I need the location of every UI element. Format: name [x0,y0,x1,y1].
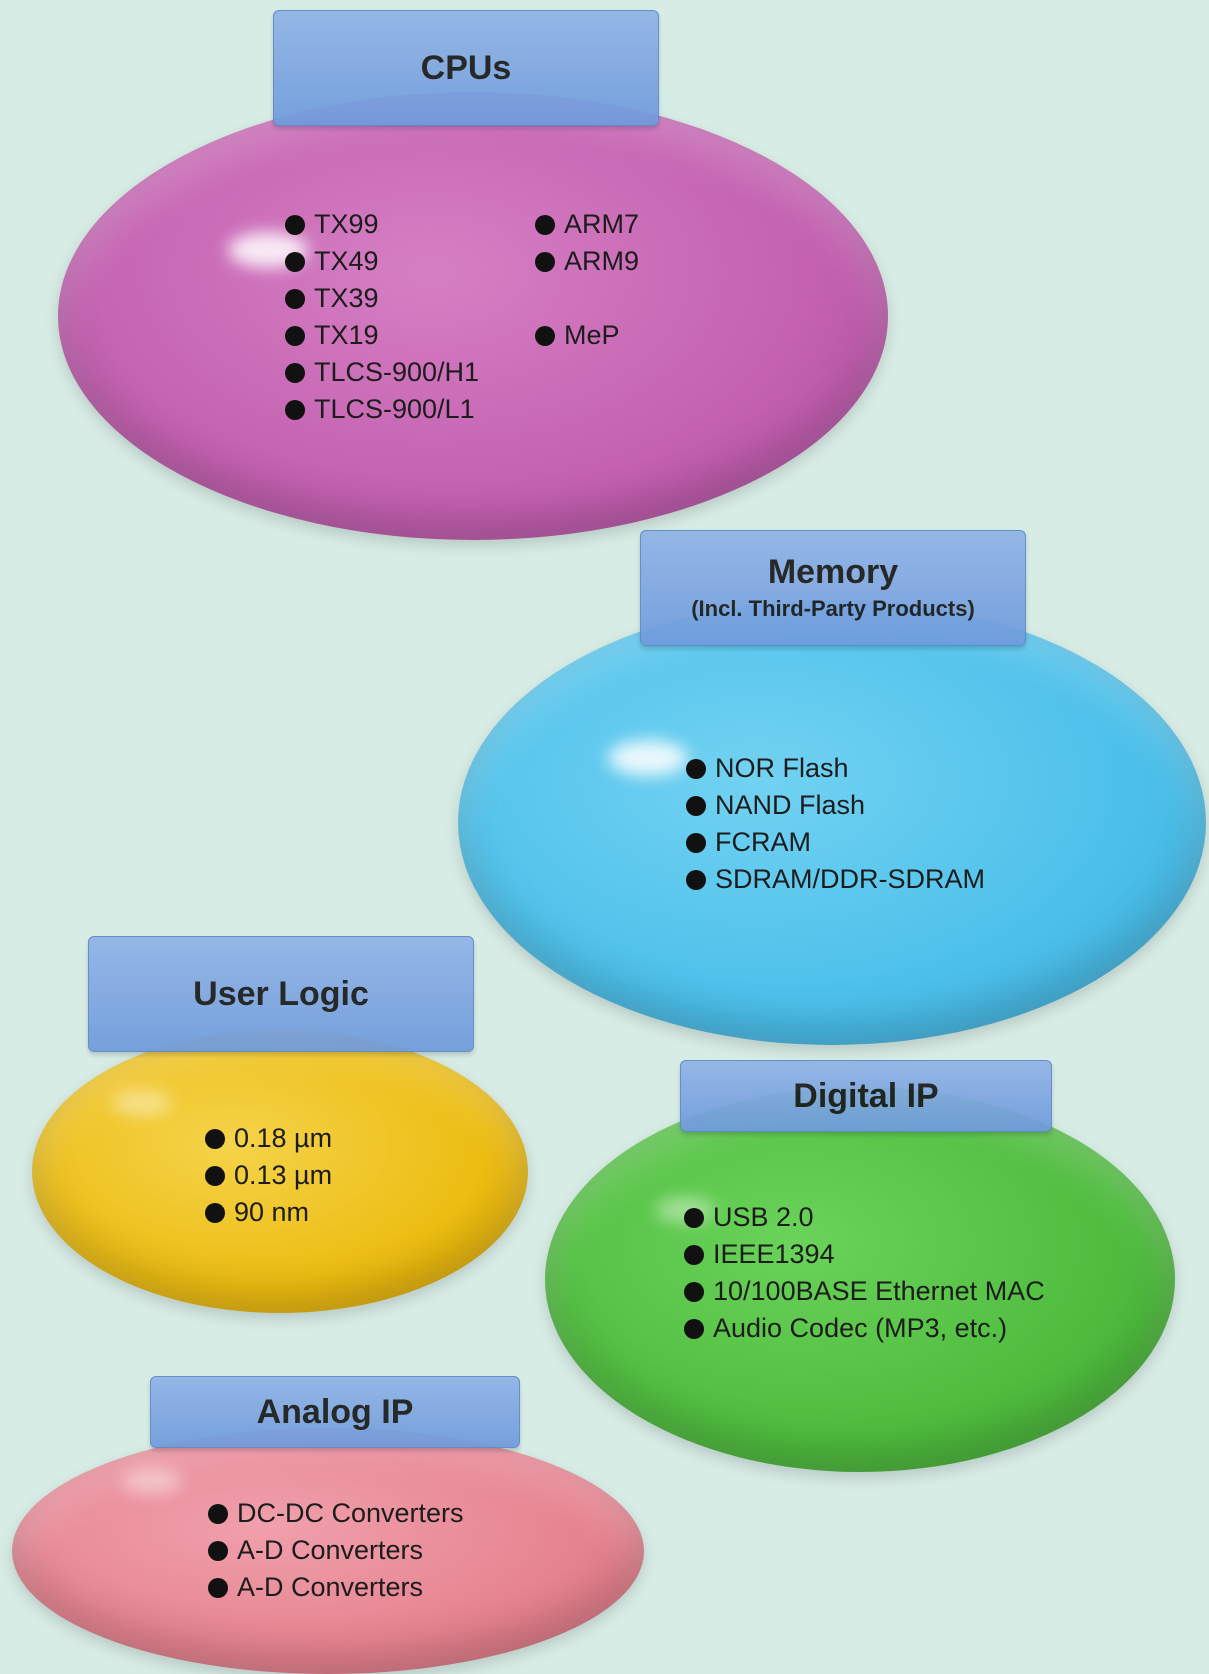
list-item: DC-DC Converters [208,1495,464,1532]
memory-list: NOR Flash NAND Flash FCRAM SDRAM/DDR-SDR… [686,750,985,898]
list-item: FCRAM [686,824,985,861]
analog-ip-bubble [12,1428,644,1674]
list-item: USB 2.0 [684,1199,1045,1236]
bullet-icon [684,1207,704,1228]
bullet-icon [684,1318,704,1339]
bullet-icon [285,214,305,235]
memory-bubble [458,600,1206,1045]
bullet-icon [205,1128,225,1149]
list-item: TX39 [285,280,479,317]
list-item: NOR Flash [686,750,985,787]
list-item: TLCS-900/L1 [285,391,479,428]
user-logic-title: User Logic [193,975,369,1013]
list-item: A-D Converters [208,1532,464,1569]
cpus-right-list: ARM7 ARM9 MeP [535,206,639,354]
list-item: TLCS-900/H1 [285,354,479,391]
bullet-icon [285,288,305,309]
list-item: 0.18 µm [205,1120,332,1157]
list-item: TX49 [285,243,479,280]
analog-ip-header-tab: Analog IP [150,1376,520,1448]
bullet-icon [208,1577,228,1598]
bullet-icon [205,1165,225,1186]
cpus-title: CPUs [420,49,512,87]
analog-ip-list: DC-DC Converters A-D Converters A-D Conv… [208,1495,464,1606]
bullet-icon [535,325,555,346]
analog-ip-title: Analog IP [256,1393,414,1431]
bullet-icon [686,832,706,853]
cpus-left-list: TX99 TX49 TX39 TX19 TLCS-900/H1 TLCS-900… [285,206,479,428]
user-logic-list: 0.18 µm 0.13 µm 90 nm [205,1120,332,1231]
list-item: IEEE1394 [684,1236,1045,1273]
list-item: A-D Converters [208,1569,464,1606]
list-item: 10/100BASE Ethernet MAC [684,1273,1045,1310]
digital-ip-title: Digital IP [793,1077,939,1115]
user-logic-bubble [32,1030,528,1313]
list-item: MeP [535,317,639,354]
bullet-icon [285,251,305,272]
user-logic-header-tab: User Logic [88,936,474,1052]
cpus-header-tab: CPUs [273,10,659,126]
list-item: Audio Codec (MP3, etc.) [684,1310,1045,1347]
bullet-icon [535,251,555,272]
list-item: SDRAM/DDR-SDRAM [686,861,985,898]
digital-ip-header-tab: Digital IP [680,1060,1052,1132]
cpus-bubble [58,92,888,540]
bullet-icon [285,399,305,420]
bullet-icon [535,214,555,235]
list-item: ARM9 [535,243,639,280]
digital-ip-list: USB 2.0 IEEE1394 10/100BASE Ethernet MAC… [684,1199,1045,1347]
list-item: ARM7 [535,206,639,243]
bullet-icon [205,1202,225,1223]
bullet-icon [686,795,706,816]
list-item: 0.13 µm [205,1157,332,1194]
memory-subtitle: (Incl. Third-Party Products) [691,596,975,621]
bullet-icon [285,362,305,383]
memory-title: Memory [767,553,899,591]
bullet-icon [686,758,706,779]
list-item: NAND Flash [686,787,985,824]
list-item: TX19 [285,317,479,354]
memory-header-tab: Memory (Incl. Third-Party Products) [640,530,1026,646]
bullet-icon [208,1540,228,1561]
bullet-icon [684,1281,704,1302]
bullet-icon [208,1503,228,1524]
list-item: TX99 [285,206,479,243]
bullet-icon [686,869,706,890]
bullet-icon [684,1244,704,1265]
digital-ip-bubble [545,1087,1175,1472]
bullet-icon [285,325,305,346]
list-item: 90 nm [205,1194,332,1231]
